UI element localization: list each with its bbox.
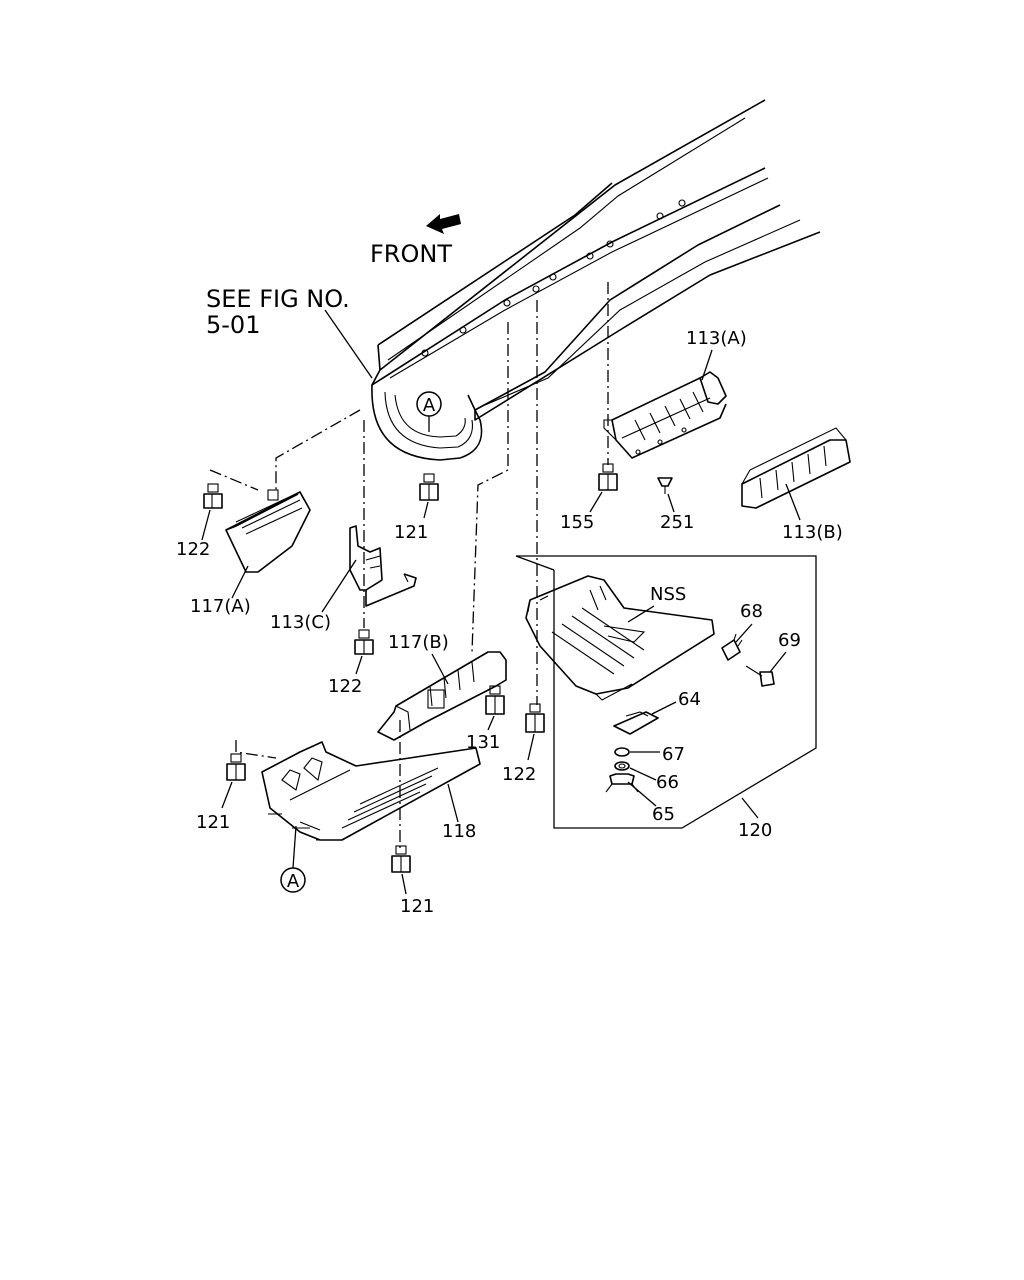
assembly-lines bbox=[209, 282, 609, 848]
clip-68 bbox=[721, 633, 743, 661]
nut-plate-64 bbox=[613, 711, 659, 735]
bolt-122-right bbox=[525, 703, 545, 733]
part-label-121-left: 121 bbox=[196, 812, 230, 833]
clip-251 bbox=[657, 477, 673, 494]
part-label-131: 131 bbox=[466, 732, 500, 753]
part-label-122-middle: 122 bbox=[328, 676, 362, 697]
part-label-122-upper: 122 bbox=[176, 539, 210, 560]
part-label-113b: 113(B) bbox=[782, 522, 843, 543]
washer-66 bbox=[614, 761, 630, 771]
cover-117b bbox=[377, 651, 507, 741]
bracket-113c bbox=[349, 525, 417, 607]
part-label-122-right: 122 bbox=[502, 764, 536, 785]
screw-69 bbox=[745, 665, 775, 687]
bolt-121-top bbox=[419, 473, 439, 501]
reference-note-line1: SEE FIG NO. bbox=[206, 285, 350, 313]
reference-note-line2: 5-01 bbox=[206, 311, 260, 339]
bolt-122-upper bbox=[203, 483, 223, 509]
part-label-121-bottom: 121 bbox=[400, 896, 434, 917]
part-label-68: 68 bbox=[740, 601, 763, 622]
part-label-117b: 117(B) bbox=[388, 632, 449, 653]
part-label-64: 64 bbox=[678, 689, 701, 710]
part-label-120: 120 bbox=[738, 820, 772, 841]
part-label-121-top: 121 bbox=[394, 522, 428, 543]
part-label-66: 66 bbox=[656, 772, 679, 793]
cover-117a bbox=[225, 489, 311, 573]
kit-120-box bbox=[515, 555, 817, 829]
part-label-113c: 113(C) bbox=[270, 612, 331, 633]
section-marker-a-bottom: A bbox=[280, 867, 306, 893]
section-marker-a-top-text: A bbox=[423, 395, 436, 416]
frame-rail bbox=[371, 99, 821, 461]
bracket-113a bbox=[603, 371, 727, 459]
part-label-65: 65 bbox=[652, 804, 675, 825]
part-label-155: 155 bbox=[560, 512, 594, 533]
bolt-122-middle bbox=[354, 629, 374, 655]
front-direction-arrow bbox=[426, 214, 461, 234]
part-label-113a: 113(A) bbox=[686, 328, 747, 349]
kit-label-nss: NSS bbox=[650, 584, 686, 605]
section-marker-a-bottom-text: A bbox=[287, 871, 300, 892]
skid-plate-kit bbox=[525, 575, 715, 701]
wing-nut-65 bbox=[605, 773, 639, 793]
part-label-67: 67 bbox=[662, 744, 685, 765]
front-label: FRONT bbox=[370, 240, 452, 268]
washer-67 bbox=[614, 747, 630, 757]
bolt-121-left bbox=[226, 753, 246, 781]
bolt-155 bbox=[598, 463, 618, 491]
bracket-113b bbox=[741, 427, 851, 509]
bolt-131 bbox=[485, 685, 505, 715]
part-label-69: 69 bbox=[778, 630, 801, 651]
skid-plate-118 bbox=[261, 741, 481, 841]
part-label-251: 251 bbox=[660, 512, 694, 533]
part-label-118: 118 bbox=[442, 821, 476, 842]
section-marker-a-top: A bbox=[416, 391, 442, 417]
bolt-121-bottom bbox=[391, 845, 411, 873]
part-label-117a: 117(A) bbox=[190, 596, 251, 617]
